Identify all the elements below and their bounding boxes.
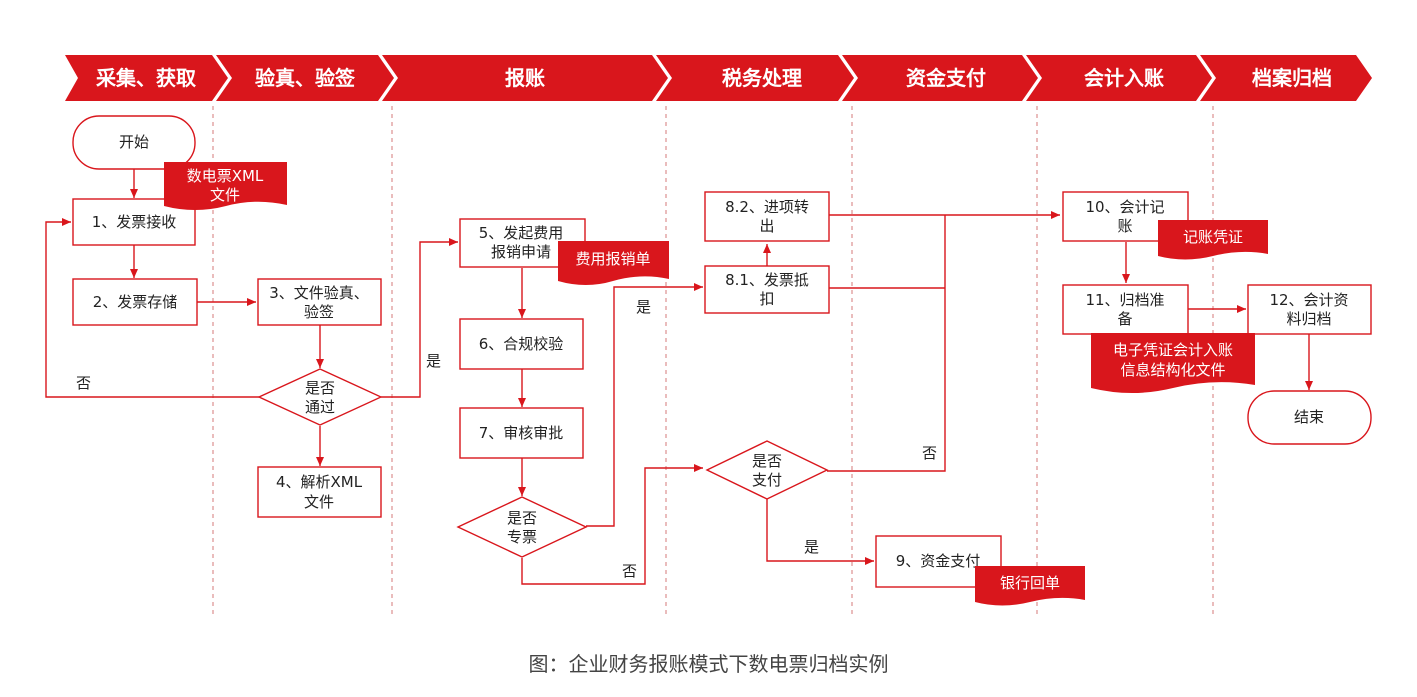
step-label: 2、发票存储 [93, 293, 178, 311]
step-label: 8.1、发票抵 [725, 271, 809, 289]
step-label: 4、解析XML [276, 473, 363, 491]
phase-label: 会计入账 [1084, 66, 1164, 90]
document-label: 电子凭证会计入账 [1113, 341, 1233, 359]
phase-label: 资金支付 [906, 66, 986, 90]
phase-tax: 税务处理 [656, 55, 854, 101]
end-label: 结束 [1294, 408, 1324, 426]
step-label: 扣 [759, 290, 774, 308]
phase-label: 税务处理 [722, 66, 802, 90]
step-label: 1、发票接收 [92, 213, 177, 231]
decision-label: 支付 [752, 471, 782, 489]
decision-pay: 是否 支付 [705, 440, 829, 500]
step-label: 账 [1117, 217, 1132, 235]
step-label: 12、会计资 [1269, 291, 1348, 309]
edge-label-yes: 是 [426, 352, 441, 370]
phase-reimburse: 报账 [382, 55, 668, 101]
edge-label-yes: 是 [804, 538, 819, 556]
decision-label: 是否 [752, 452, 782, 470]
document-label: 费用报销单 [575, 250, 650, 268]
figure-caption: 图：企业财务报账模式下数电票归档实例 [528, 652, 889, 676]
step-compliance-check: 6、合规校验 [459, 318, 584, 370]
step-label: 11、归档准 [1085, 291, 1164, 309]
edge-label-yes: 是 [636, 298, 651, 316]
connectors [45, 169, 1313, 585]
edge-label-no: 否 [922, 444, 937, 462]
edge-labels: 否 是 是 否 否 是 [76, 298, 937, 580]
step-label: 备 [1117, 310, 1132, 328]
documents: 数电票XML 文件 费用报销单 记账凭证 电子凭证会计入账 信息结构化文件 银行… [164, 162, 1268, 606]
step-label: 出 [759, 217, 774, 235]
phase-archive: 档案归档 [1200, 55, 1372, 101]
step-label: 8.2、进项转 [725, 198, 809, 216]
step-label: 报销申请 [491, 243, 551, 261]
phase-verify: 验真、验签 [216, 55, 394, 101]
decision-label: 是否 [507, 509, 537, 527]
phase-payment: 资金支付 [842, 55, 1038, 101]
step-invoice-deduct: 8.1、发票抵 扣 [704, 265, 830, 314]
phase-header: 采集、获取 验真、验签 报账 税务处理 资金支付 会计入账 档案归档 [65, 55, 1372, 101]
nodes: 开始 1、发票接收 2、发票存储 3、文件验真、 验签 是否 通过 4、解析XM… [72, 115, 1372, 588]
step-label: 5、发起费用 [479, 224, 564, 242]
step-label: 7、审核审批 [479, 424, 564, 442]
phase-label: 验真、验签 [255, 66, 356, 90]
document-expense-form: 费用报销单 [558, 241, 669, 285]
document-label: 银行回单 [1000, 574, 1060, 592]
step-parse-xml: 4、解析XML 文件 [257, 466, 382, 518]
step-archive-prepare: 11、归档准 备 [1062, 284, 1189, 335]
phase-collect: 采集、获取 [65, 55, 228, 101]
decision-label: 是否 [305, 379, 335, 397]
step-label: 文件 [304, 493, 334, 511]
step-label: 验签 [304, 303, 334, 321]
document-einfo-file: 电子凭证会计入账 信息结构化文件 [1091, 333, 1255, 393]
step-input-transfer-out: 8.2、进项转 出 [704, 191, 830, 242]
document-bank-receipt: 银行回单 [975, 566, 1085, 606]
phase-accounting: 会计入账 [1026, 55, 1212, 101]
decision-label: 专票 [507, 528, 537, 546]
decision-label: 通过 [305, 398, 335, 416]
end-node: 结束 [1247, 390, 1372, 445]
edge-label-no: 否 [622, 562, 637, 580]
phase-label: 采集、获取 [96, 66, 196, 90]
step-review-approve: 7、审核审批 [459, 407, 584, 459]
flowchart: 采集、获取 验真、验签 报账 税务处理 资金支付 会计入账 档案归档 [45, 55, 1372, 615]
edge-label-no: 否 [76, 374, 91, 392]
step-file-verify: 3、文件验真、 验签 [257, 278, 382, 326]
step-label: 10、会计记 [1085, 198, 1164, 216]
decision-passed: 是否 通过 [257, 368, 383, 426]
document-label: 信息结构化文件 [1120, 361, 1225, 379]
phase-label: 报账 [505, 66, 545, 90]
document-label: 记账凭证 [1183, 228, 1243, 246]
start-label: 开始 [119, 133, 149, 151]
start-node: 开始 [72, 115, 196, 170]
step-label: 6、合规校验 [479, 335, 564, 353]
document-label: 文件 [210, 186, 240, 204]
phase-label: 档案归档 [1252, 66, 1332, 90]
step-label: 9、资金支付 [896, 552, 981, 570]
step-invoice-store: 2、发票存储 [72, 278, 198, 326]
step-archive-data: 12、会计资 料归档 [1247, 284, 1372, 335]
lane-separators [212, 106, 1214, 615]
document-label: 数电票XML [187, 167, 264, 185]
document-voucher: 记账凭证 [1158, 220, 1268, 260]
step-label: 3、文件验真、 [269, 284, 369, 302]
step-label: 料归档 [1286, 310, 1331, 328]
decision-special-invoice: 是否 专票 [456, 496, 588, 558]
document-xml-file: 数电票XML 文件 [164, 162, 287, 210]
